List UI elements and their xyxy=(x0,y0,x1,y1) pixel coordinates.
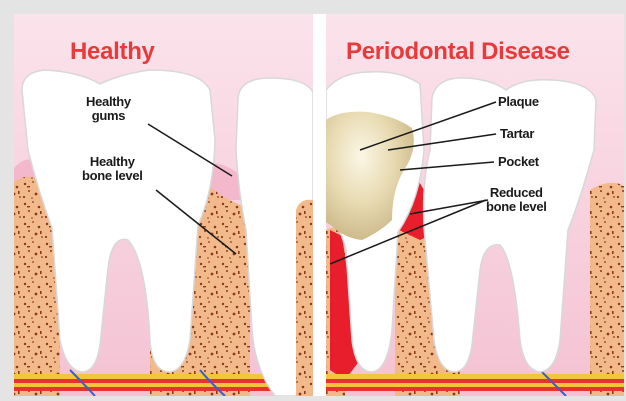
bone xyxy=(14,240,60,396)
healthy-panel xyxy=(14,14,313,396)
bone xyxy=(296,200,313,396)
panel-divider xyxy=(313,14,326,396)
label-plaque: Plaque xyxy=(498,95,539,109)
healthy-title: Healthy xyxy=(70,38,155,66)
bone xyxy=(590,183,624,396)
label-healthy-bone-level: Healthy bone level xyxy=(82,155,143,183)
label-tartar: Tartar xyxy=(500,127,534,141)
label-reduced-bone-level: Reduced bone level xyxy=(486,186,547,214)
label-healthy-gums: Healthy gums xyxy=(86,95,131,123)
disease-panel xyxy=(326,14,624,396)
disease-title: Periodontal Disease xyxy=(346,38,570,66)
label-pocket: Pocket xyxy=(498,155,539,169)
